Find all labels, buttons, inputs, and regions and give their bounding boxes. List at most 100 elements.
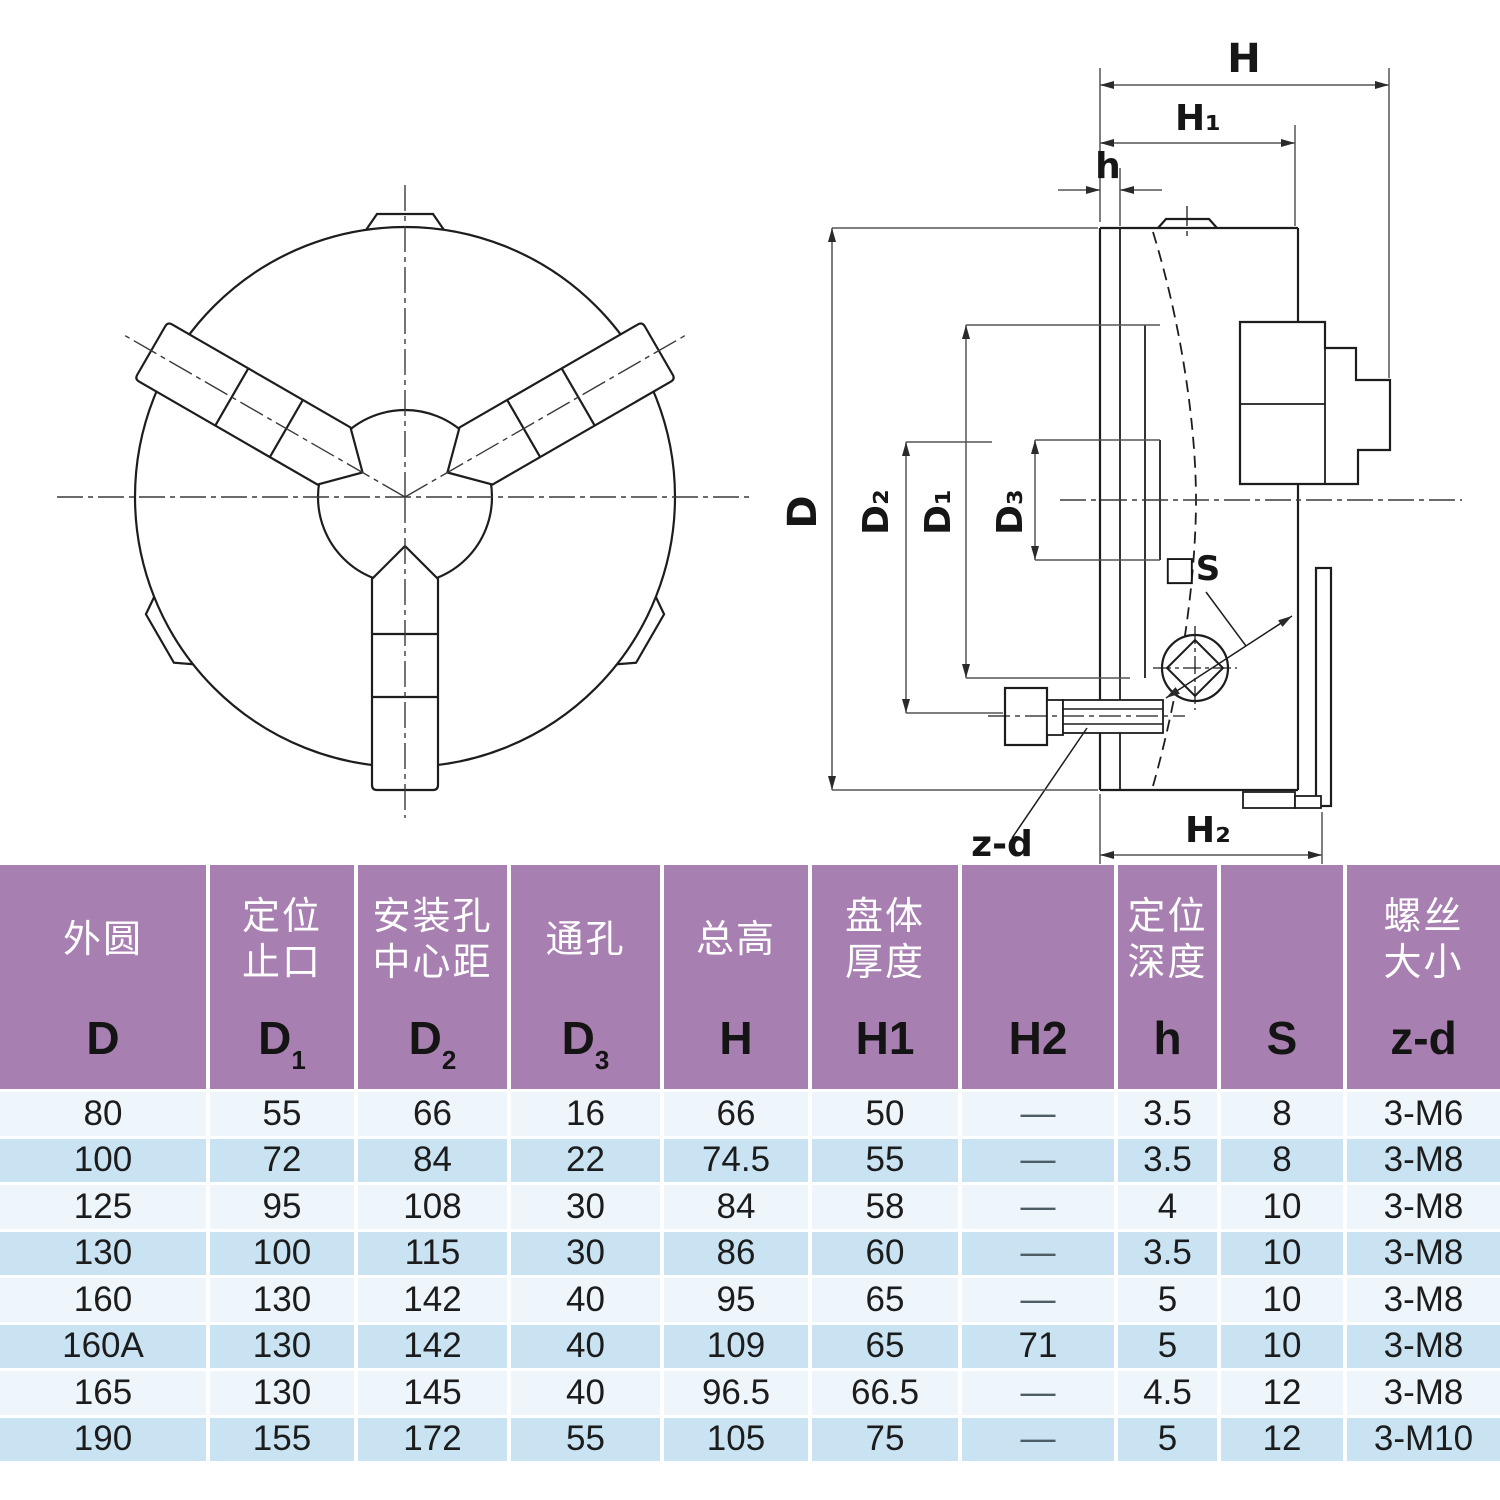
- table-cell: 30: [509, 1182, 664, 1230]
- dim-label-H1: H₁: [1175, 98, 1221, 139]
- col-header-cn: 总高: [695, 918, 776, 961]
- table-cell: 84: [356, 1135, 511, 1184]
- col-header-symbol: H: [719, 1012, 753, 1064]
- table-cell: 108: [356, 1182, 511, 1230]
- table-cell: 30: [509, 1228, 664, 1277]
- dimension-labels: H H₁ h D D₂ D₁ D₃ □S z-d H₂: [780, 36, 1261, 865]
- table-cell: 3-M8: [1345, 1275, 1500, 1323]
- side-jaw-lower-bar: [1242, 566, 1333, 809]
- col-header-H1: 盘体厚度 H1: [810, 865, 962, 1091]
- table-cell: 8: [1219, 1089, 1347, 1137]
- table-cell: 3-M8: [1345, 1321, 1500, 1370]
- table-cell: 3-M8: [1345, 1368, 1500, 1416]
- table-cell: 40: [509, 1321, 664, 1370]
- col-header-D: 外圆 D: [0, 865, 210, 1091]
- table-cell: 55: [810, 1135, 962, 1184]
- table-cell: 3-M10: [1345, 1414, 1500, 1461]
- table-cell: 66: [662, 1089, 812, 1137]
- table-cell: 3.5: [1116, 1089, 1221, 1137]
- col-header-symbol: D: [86, 1012, 120, 1064]
- col-header-cn: 定位止口: [241, 895, 322, 984]
- dim-label-S: □S: [1164, 549, 1221, 589]
- table-cell: 72: [208, 1135, 358, 1184]
- table-cell: 55: [509, 1414, 664, 1461]
- table-cell: 3-M6: [1345, 1089, 1500, 1137]
- technical-drawing: H H₁ h D D₂ D₁ D₃ □S z-d H₂: [57, 36, 1462, 865]
- table-cell: —: [960, 1228, 1118, 1277]
- dim-label-zd: z-d: [971, 824, 1033, 865]
- table-cell: 8: [1219, 1135, 1347, 1184]
- dim-label-D1: D₁: [918, 489, 959, 535]
- table-cell: 22: [509, 1135, 664, 1184]
- table-cell: 160: [0, 1275, 210, 1323]
- side-jaw-block: [1238, 320, 1392, 486]
- col-header-cn: 外圆: [62, 918, 143, 961]
- table-cell: 130: [208, 1321, 358, 1370]
- front-view-centerlines: [57, 185, 752, 818]
- table-cell: 66.5: [810, 1368, 962, 1416]
- table-cell: 10: [1219, 1182, 1347, 1230]
- table-cell: 130: [208, 1275, 358, 1323]
- col-header-symbol: H1: [855, 1012, 915, 1064]
- chuck-front-view: [57, 185, 752, 818]
- table-cell: 50: [810, 1089, 962, 1137]
- table-cell: —: [960, 1275, 1118, 1323]
- table-cell: 84: [662, 1182, 812, 1230]
- table-cell: —: [960, 1182, 1118, 1230]
- table-cell: —: [960, 1135, 1118, 1184]
- table-cell: 74.5: [662, 1135, 812, 1184]
- table-cell: 142: [356, 1321, 511, 1370]
- table-cell: 100: [0, 1135, 210, 1184]
- col-header-cn: 安装孔中心距: [372, 895, 493, 984]
- table-cell: 3-M8: [1345, 1182, 1500, 1230]
- table-cell: 130: [208, 1368, 358, 1416]
- table-cell: 100: [208, 1228, 358, 1277]
- table-cell: 5: [1116, 1414, 1221, 1461]
- col-header-cn: 定位深度: [1127, 895, 1208, 984]
- dim-h: [1058, 168, 1162, 226]
- col-header-cn: 螺丝大小: [1383, 895, 1464, 984]
- col-header-symbol: z-d: [1390, 1012, 1457, 1064]
- table-cell: 10: [1219, 1275, 1347, 1323]
- table-cell: —: [960, 1089, 1118, 1137]
- col-header-cn: 通孔: [545, 918, 626, 961]
- table-cell: 3.5: [1116, 1228, 1221, 1277]
- dim-D1: [962, 324, 1160, 679]
- dim-label-D: D: [780, 495, 826, 528]
- dim-D: [828, 227, 1098, 791]
- table-cell: 130: [0, 1228, 210, 1277]
- dimension-lines: [828, 68, 1390, 864]
- table-cell: 95: [208, 1182, 358, 1230]
- dim-label-D2: D₂: [856, 489, 897, 535]
- col-header-cn: [962, 865, 1114, 1015]
- table-cell: 105: [662, 1414, 812, 1461]
- table-cell: 16: [509, 1089, 664, 1137]
- table-cell: 58: [810, 1182, 962, 1230]
- table-cell: 86: [662, 1228, 812, 1277]
- table-cell: 12: [1219, 1414, 1347, 1461]
- table-cell: 165: [0, 1368, 210, 1416]
- dim-H2: [1099, 794, 1323, 864]
- table-cell: 80: [0, 1089, 210, 1137]
- table-cell: 115: [356, 1228, 511, 1277]
- col-header-cn: 盘体厚度: [844, 895, 925, 984]
- table-cell: 5: [1116, 1275, 1221, 1323]
- table-cell: 4: [1116, 1182, 1221, 1230]
- dim-H1: [1100, 125, 1296, 226]
- table-cell: 71: [960, 1321, 1118, 1370]
- table-cell: 3-M8: [1345, 1135, 1500, 1184]
- table-cell: 160A: [0, 1321, 210, 1370]
